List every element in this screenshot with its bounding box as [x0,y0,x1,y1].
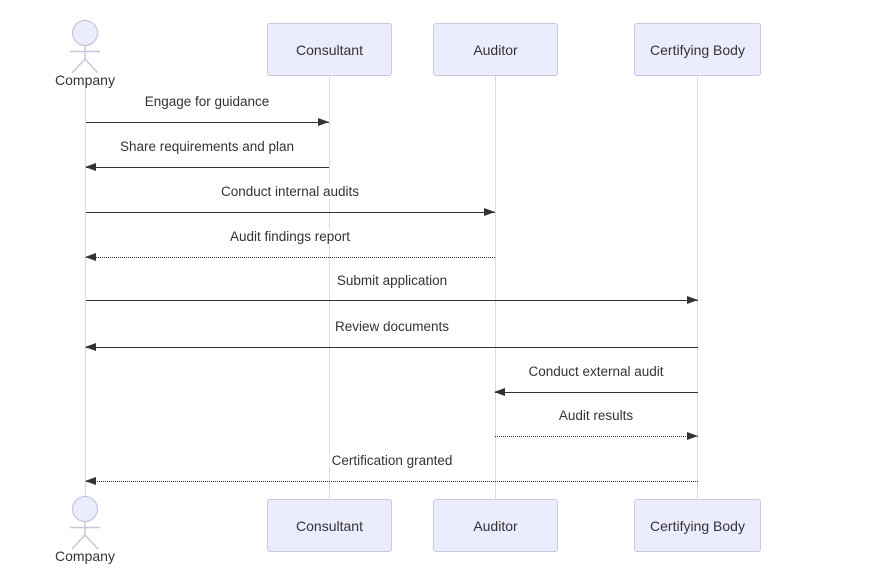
message-label: Share requirements and plan [117,139,297,154]
arrowhead [85,253,96,261]
arrowhead [85,343,96,351]
message-label: Submit application [334,273,450,288]
participant-box-certifying-body-top: Certifying Body [634,23,761,76]
arrowhead [85,477,96,485]
arrowhead [494,388,505,396]
message-label: Conduct external audit [526,364,666,379]
message-label: Audit findings report [227,229,353,244]
message-line [86,122,329,123]
participant-label: Auditor [473,41,518,58]
participant-label: Consultant [296,517,363,534]
lifeline-auditor [495,76,496,499]
participant-box-certifying-body-bottom: Certifying Body [634,499,761,552]
participant-box-auditor-top: Auditor [433,23,558,76]
arrowhead [484,208,495,216]
message-label: Certification granted [329,453,455,468]
lifeline-company [85,88,86,496]
participant-label: Auditor [473,517,518,534]
participant-label: Certifying Body [650,517,745,534]
arrowhead [318,118,329,126]
actor-label-company-bottom: Company [55,548,115,564]
actor-label-company-top: Company [55,72,115,88]
message-line [86,167,329,168]
arrowhead [687,432,698,440]
arrowhead [687,296,698,304]
message-label: Engage for guidance [142,94,272,109]
lifeline-consultant [329,76,330,499]
participant-label: Consultant [296,41,363,58]
message-label: Conduct internal audits [218,184,362,199]
message-line [86,257,495,258]
message-line [86,481,698,482]
message-label: Review documents [332,319,452,334]
lifeline-certifying-body [697,76,698,499]
participant-box-consultant-top: Consultant [267,23,392,76]
participant-box-auditor-bottom: Auditor [433,499,558,552]
message-line [495,436,698,437]
actor-figure-icon [70,496,100,550]
message-line [86,212,495,213]
actor-figure-icon [70,20,100,74]
message-line [86,347,698,348]
participant-label: Certifying Body [650,41,745,58]
message-label: Audit results [556,408,636,423]
arrowhead [85,163,96,171]
participant-box-consultant-bottom: Consultant [267,499,392,552]
message-line [495,392,698,393]
message-line [86,300,698,301]
